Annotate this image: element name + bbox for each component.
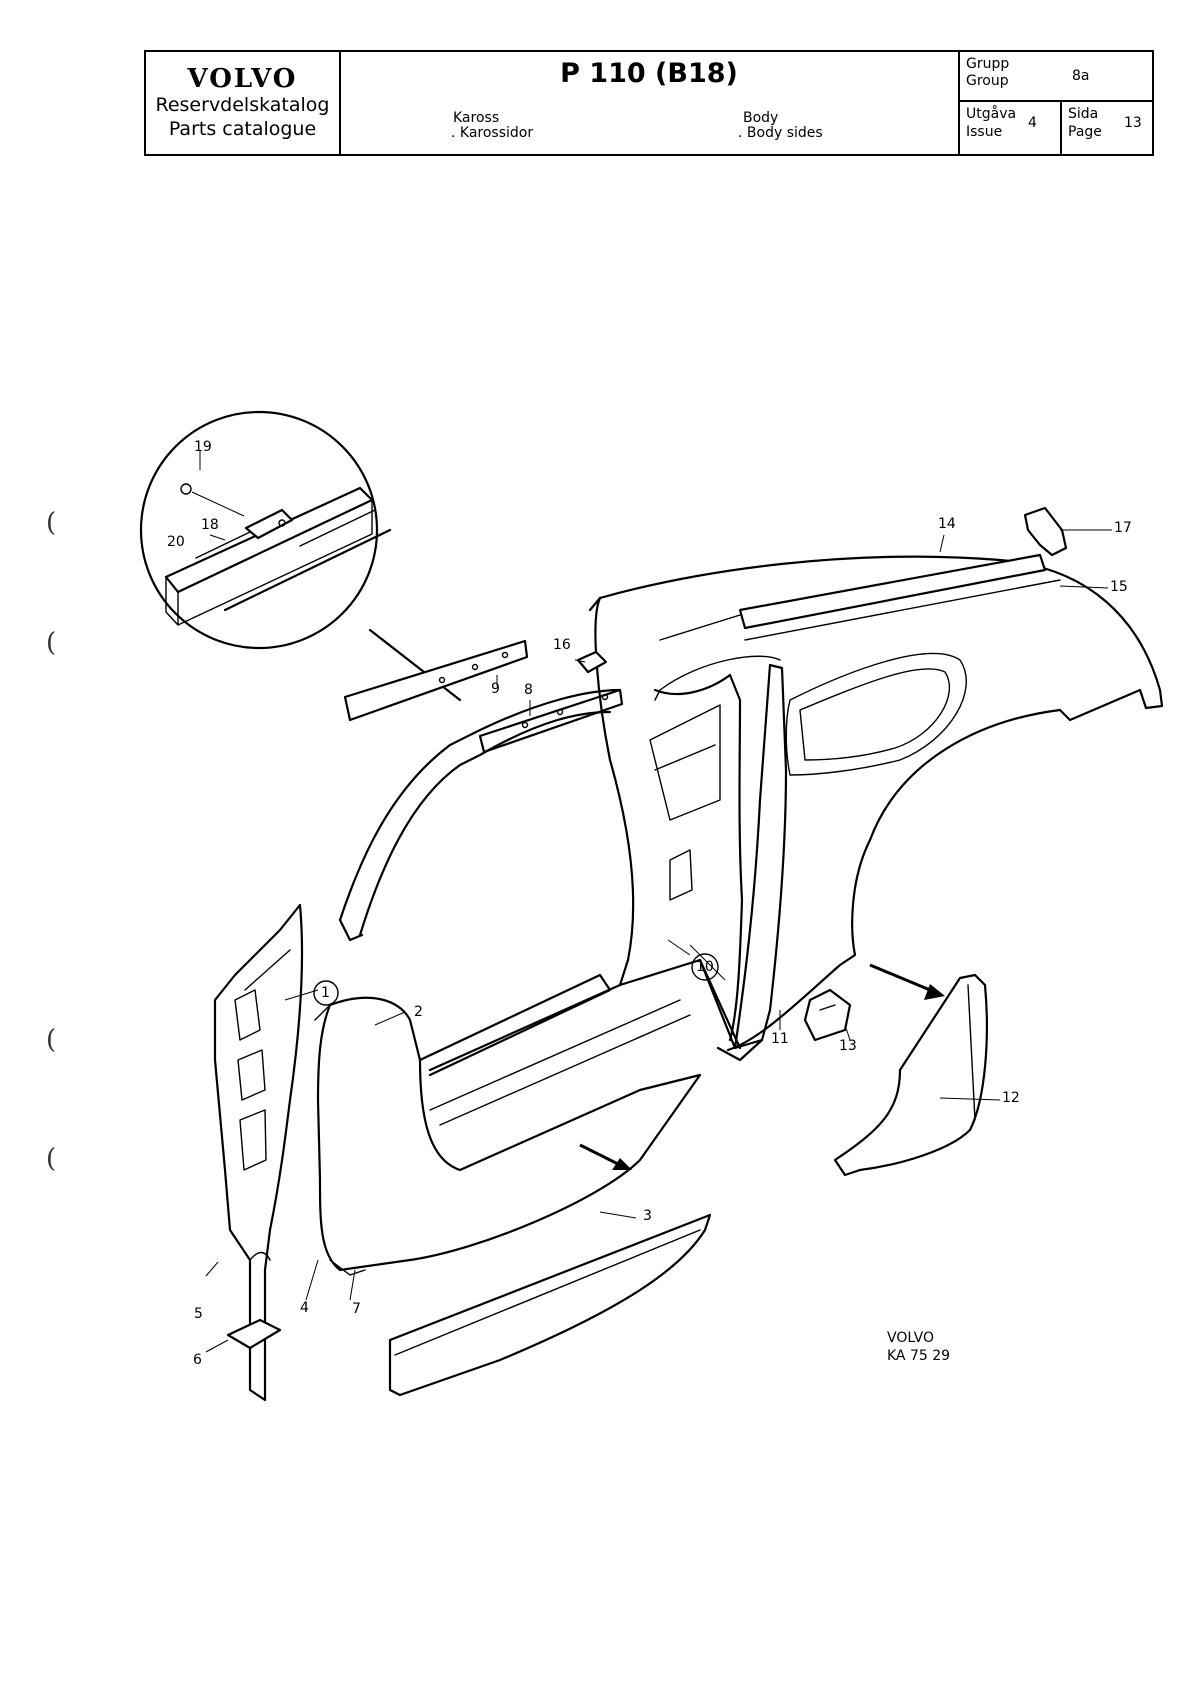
bracket-6 [226, 1318, 282, 1350]
callout-circle-1 [313, 980, 339, 1006]
front-pillar-panel [213, 903, 304, 1402]
page-label-en: Page [1068, 124, 1102, 140]
callout-14: 14 [938, 516, 956, 532]
catalogue-title-en: Parts catalogue [168, 118, 317, 140]
header-divider [958, 52, 960, 154]
callout-20: 20 [167, 534, 185, 550]
leader-lines [199, 450, 1112, 1353]
callout-4: 4 [300, 1300, 309, 1316]
group-label-en: Group [966, 73, 1009, 89]
clip-17 [1023, 506, 1068, 557]
drawing-ref-number: KA 75 29 [887, 1348, 951, 1364]
margin-mark: ( [46, 628, 57, 658]
section-sv: Kaross [453, 110, 500, 126]
rear-lower-panel-12 [833, 963, 988, 1177]
callout-12: 12 [1002, 1090, 1020, 1106]
front-quarter-panel [314, 996, 702, 1276]
callout-5: 5 [194, 1306, 203, 1322]
group-value: 8a [1072, 68, 1090, 84]
callout-10: 10 [696, 959, 714, 975]
page-label-sv: Sida [1068, 106, 1099, 122]
callout-18: 18 [201, 517, 219, 533]
strip-9 [343, 639, 529, 722]
catalogue-header: VOLVO Reservdelskatalog Parts catalogue … [144, 50, 1154, 156]
margin-mark: ( [46, 508, 57, 538]
margin-mark: ( [46, 1025, 57, 1055]
callout-7: 7 [352, 1301, 361, 1317]
brand-logo: VOLVO [187, 64, 298, 94]
callout-3: 3 [643, 1208, 652, 1224]
section-en: Body [743, 110, 779, 126]
callout-19: 19 [194, 439, 212, 455]
margin-mark: ( [46, 1144, 57, 1174]
group-label-sv: Grupp [966, 56, 1010, 72]
subsection-sv: . Karossidor [451, 125, 534, 141]
callout-16: 16 [553, 637, 571, 653]
callout-8: 8 [524, 682, 533, 698]
callout-11: 11 [771, 1031, 789, 1047]
bracket-16 [576, 650, 608, 674]
detail-magnifier [139, 410, 462, 702]
page-value: 13 [1124, 115, 1142, 131]
bracket-13 [803, 988, 852, 1042]
body-side-panel [338, 553, 1164, 1126]
callout-13: 13 [839, 1038, 857, 1054]
subsection-en: . Body sides [738, 125, 823, 141]
callout-2: 2 [414, 1004, 423, 1020]
issue-label-en: Issue [966, 124, 1003, 140]
header-divider [958, 100, 1152, 102]
callout-15: 15 [1110, 579, 1128, 595]
callout-9: 9 [491, 681, 500, 697]
callout-17: 17 [1114, 520, 1132, 536]
drawing-ref-brand: VOLVO [887, 1330, 934, 1346]
header-divider [339, 52, 341, 154]
catalogue-title-sv: Reservdelskatalog [155, 94, 330, 116]
header-divider [1060, 100, 1062, 154]
callout-6: 6 [193, 1352, 202, 1368]
callout-1: 1 [321, 985, 330, 1001]
sill-panel-3 [388, 1143, 712, 1397]
issue-value: 4 [1028, 115, 1037, 131]
model-title: P 110 (B18) [560, 58, 738, 89]
issue-label-sv: Utgåva [966, 106, 1017, 122]
callout-circle-10 [691, 953, 719, 981]
